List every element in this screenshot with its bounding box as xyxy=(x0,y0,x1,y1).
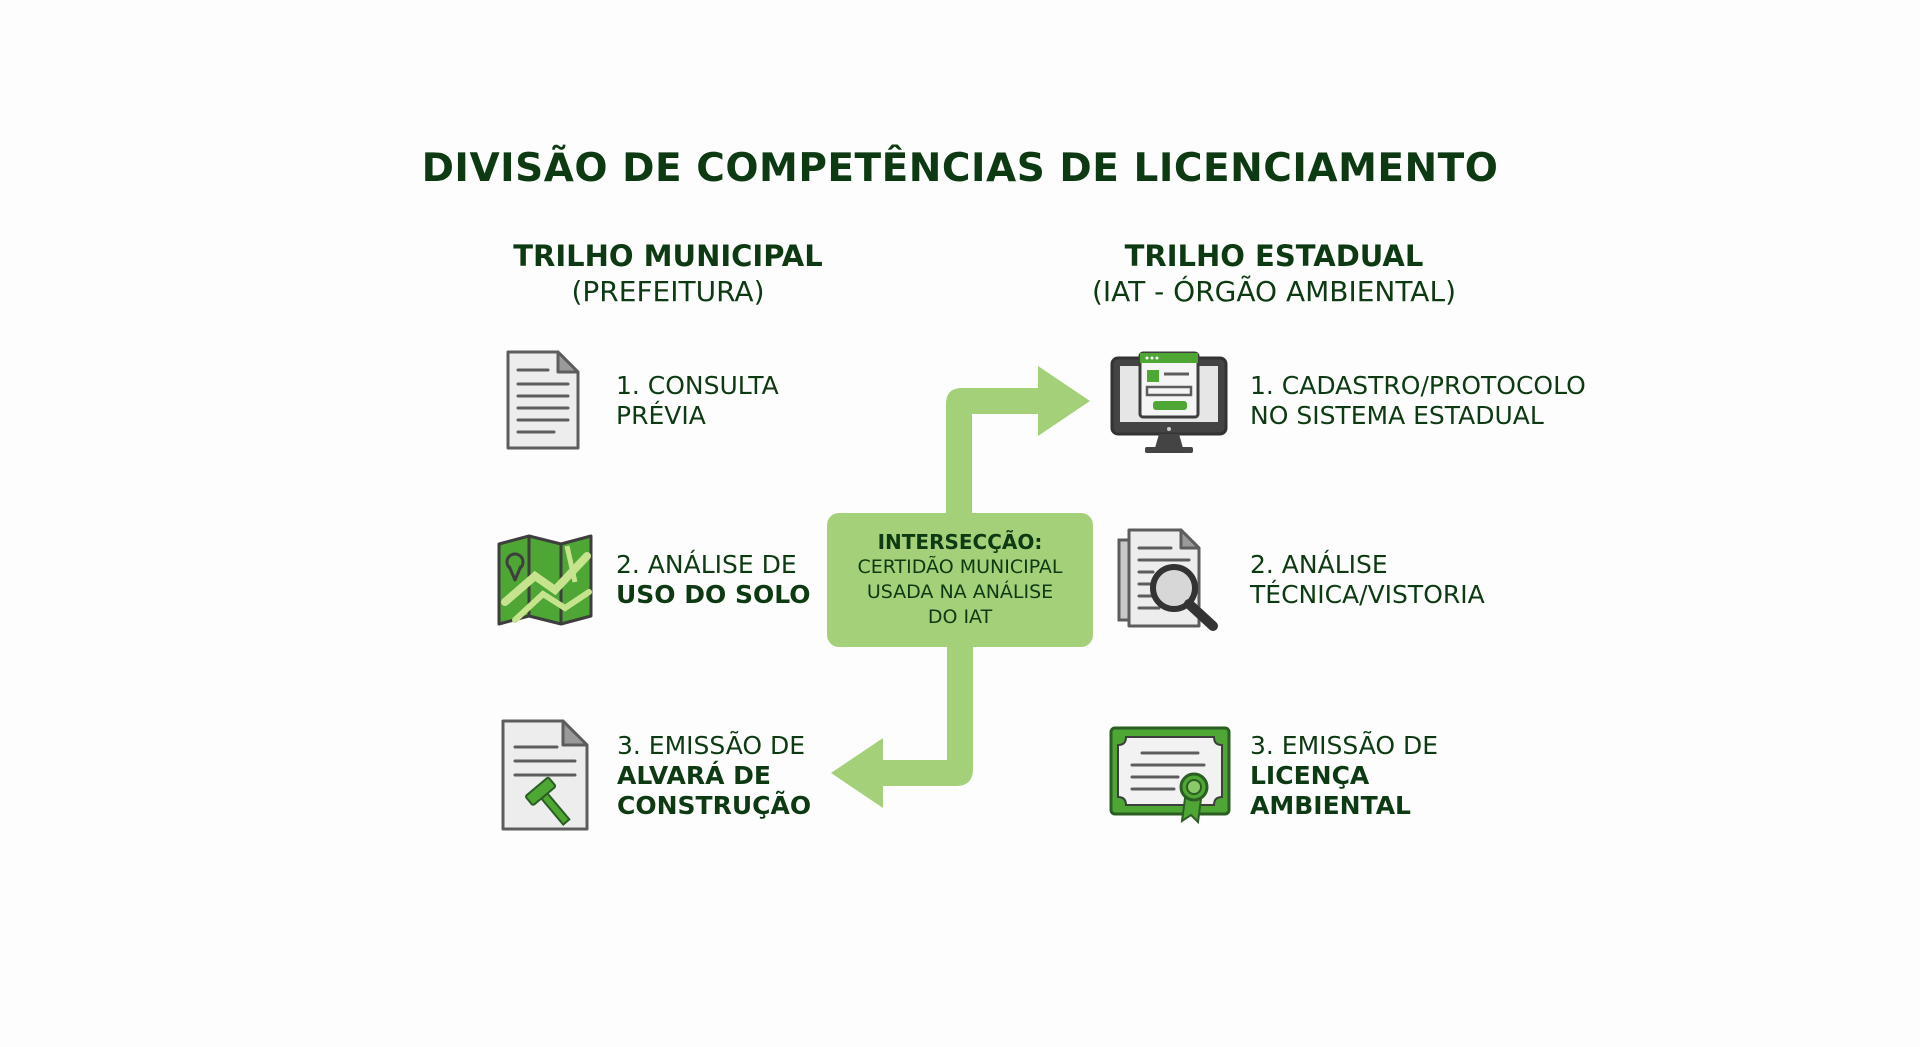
permit-hammer-icon xyxy=(501,719,589,831)
intersection-heading: INTERSECÇÃO: xyxy=(877,530,1043,554)
document-icon xyxy=(506,350,580,450)
certificate-icon xyxy=(1109,726,1231,825)
municipal-step-3-line-3: CONSTRUÇÃO xyxy=(617,791,812,820)
state-step-3-line-2: LICENÇA xyxy=(1250,761,1370,790)
arrow-to-municipal-step-3 xyxy=(831,647,973,808)
state-step-2-label: 2. ANÁLISE TÉCNICA/VISTORIA xyxy=(1250,550,1485,610)
municipal-track-title: TRILHO MUNICIPAL xyxy=(513,239,823,273)
state-step-1-line-2: NO SISTEMA ESTADUAL xyxy=(1250,401,1544,430)
intersection-line-2: USADA NA ANÁLISE xyxy=(866,581,1054,603)
municipal-step-1-line-1: 1. CONSULTA xyxy=(616,371,779,400)
magnifier-document-icon xyxy=(1117,528,1218,631)
state-track-title: TRILHO ESTADUAL xyxy=(1124,239,1424,273)
arrow-to-state-step-1 xyxy=(946,366,1090,513)
state-track-header: TRILHO ESTADUAL (IAT - ÓRGÃO AMBIENTAL) xyxy=(1014,238,1534,310)
intersection-box: INTERSECÇÃO: CERTIDÃO MUNICIPAL USADA NA… xyxy=(827,513,1093,647)
state-step-3-line-3: AMBIENTAL xyxy=(1250,791,1411,820)
state-step-2-line-1: 2. ANÁLISE xyxy=(1250,550,1388,579)
municipal-step-3-line-1: 3. EMISSÃO DE xyxy=(617,731,806,760)
diagram-title: DIVISÃO DE COMPETÊNCIAS DE LICENCIAMENTO xyxy=(421,146,1499,191)
municipal-step-3-label: 3. EMISSÃO DE ALVARÁ DE CONSTRUÇÃO xyxy=(617,731,811,821)
state-step-1-line-1: 1. CADASTRO/PROTOCOLO xyxy=(1250,371,1586,400)
municipal-step-1-label: 1. CONSULTA PRÉVIA xyxy=(616,371,779,431)
municipal-track-header: TRILHO MUNICIPAL (PREFEITURA) xyxy=(408,238,928,310)
state-step-3-label: 3. EMISSÃO DE LICENÇA AMBIENTAL xyxy=(1250,731,1438,821)
municipal-step-1-line-2: PRÉVIA xyxy=(616,401,706,430)
computer-monitor-icon xyxy=(1110,351,1228,453)
municipal-step-2-line-1: 2. ANÁLISE DE xyxy=(616,550,797,579)
map-icon xyxy=(497,534,593,626)
state-step-3-line-1: 3. EMISSÃO DE xyxy=(1250,731,1439,760)
state-step-1-label: 1. CADASTRO/PROTOCOLO NO SISTEMA ESTADUA… xyxy=(1250,371,1586,431)
municipal-step-2-line-2: USO DO SOLO xyxy=(616,580,811,609)
intersection-line-1: CERTIDÃO MUNICIPAL xyxy=(857,556,1063,578)
municipal-step-2-label: 2. ANÁLISE DE USO DO SOLO xyxy=(616,550,811,610)
intersection-line-3: DO IAT xyxy=(927,606,993,628)
state-track-subtitle: (IAT - ÓRGÃO AMBIENTAL) xyxy=(1092,275,1456,308)
municipal-step-3-line-2: ALVARÁ DE xyxy=(617,761,771,790)
municipal-track-subtitle: (PREFEITURA) xyxy=(571,275,765,308)
state-step-2-line-2: TÉCNICA/VISTORIA xyxy=(1250,580,1485,609)
